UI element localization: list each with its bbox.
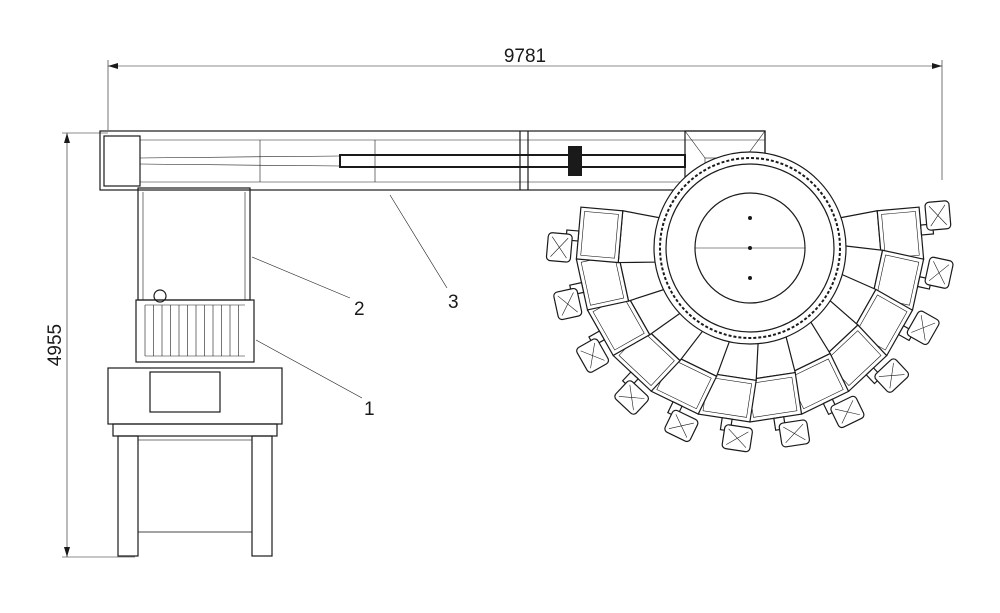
dimension-length: 9781: [107, 46, 943, 180]
base-frame: [107, 367, 283, 557]
weigh-head: [545, 206, 663, 264]
dimension-width: 4955: [45, 132, 135, 558]
weigh-head: [741, 333, 811, 448]
dimension-width-label: 4955: [45, 324, 66, 366]
callout-2: 2: [251, 256, 365, 320]
multihead-weigher: [545, 151, 954, 453]
callout-2-label: 2: [354, 299, 365, 320]
callout-3-label: 3: [448, 292, 459, 313]
callout-1: 1: [255, 339, 375, 420]
vibratory-feeder: [135, 289, 255, 363]
callout-1-label: 1: [364, 399, 375, 420]
callout-3: 3: [389, 194, 459, 313]
storage-hopper: [137, 187, 251, 301]
incline-conveyor: [99, 130, 766, 191]
dimension-length-label: 9781: [504, 46, 546, 67]
